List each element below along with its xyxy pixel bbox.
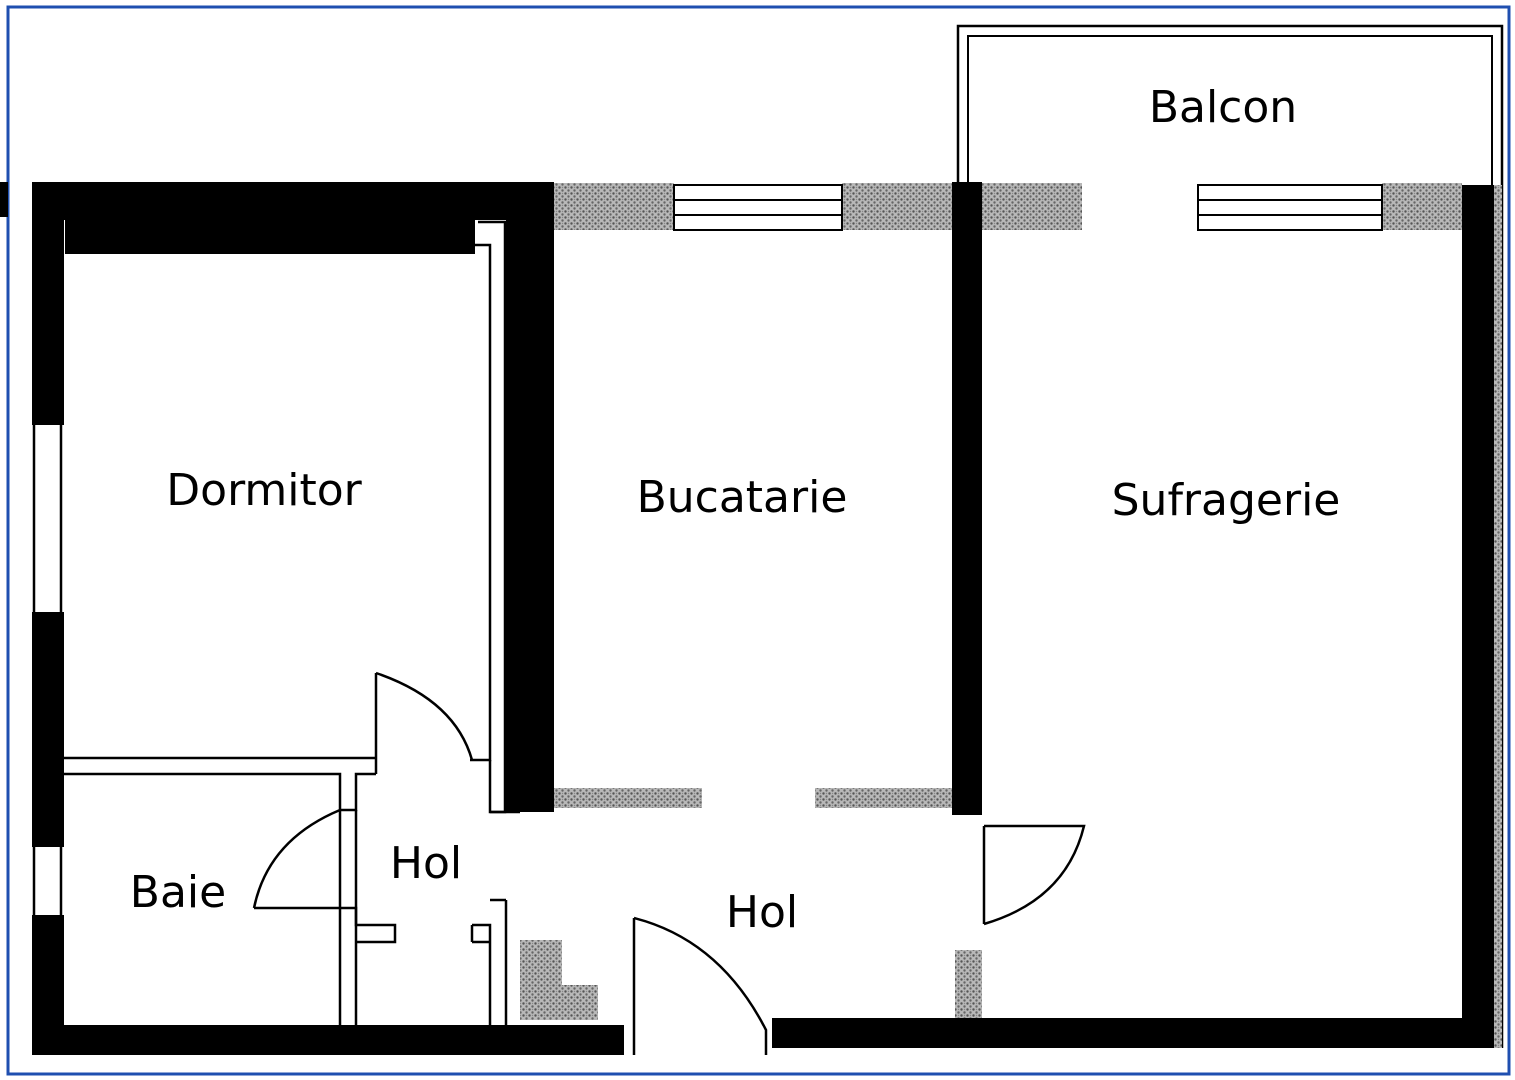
wall-top-left xyxy=(32,182,554,220)
wall-bottom-right xyxy=(772,1018,1502,1048)
wall-left-top xyxy=(32,220,64,425)
hatched-walls xyxy=(520,183,1502,1048)
wall-left-mid xyxy=(32,612,64,847)
wall-edge-left-mark xyxy=(0,182,8,217)
interior-partitions xyxy=(62,220,636,1055)
room-label-baie: Baie xyxy=(130,867,226,918)
wall-kitchen-living xyxy=(952,182,982,815)
living-window xyxy=(1197,184,1383,231)
room-label-balcon: Balcon xyxy=(1149,82,1297,133)
room-label-bucatarie: Bucatarie xyxy=(637,472,848,523)
kitchen-window xyxy=(673,184,843,231)
wall-bedroom-kitchen xyxy=(506,182,554,812)
wall-top-left-inner xyxy=(65,220,475,254)
room-label-hol-small: Hol xyxy=(390,838,462,889)
room-label-sufragerie: Sufragerie xyxy=(1112,475,1341,526)
room-label-hol-large: Hol xyxy=(726,887,798,938)
balcony-outline xyxy=(956,24,1504,1048)
left-windows xyxy=(32,425,63,915)
room-label-dormitor: Dormitor xyxy=(166,465,362,516)
room-labels: Balcon Dormitor Bucatarie Sufragerie Bai… xyxy=(130,82,1341,938)
walls xyxy=(0,182,1502,1055)
wall-right xyxy=(1462,185,1494,1048)
wall-bottom-left xyxy=(32,1025,624,1055)
outer-frame xyxy=(6,5,1511,1076)
door-swings xyxy=(252,671,1086,1055)
